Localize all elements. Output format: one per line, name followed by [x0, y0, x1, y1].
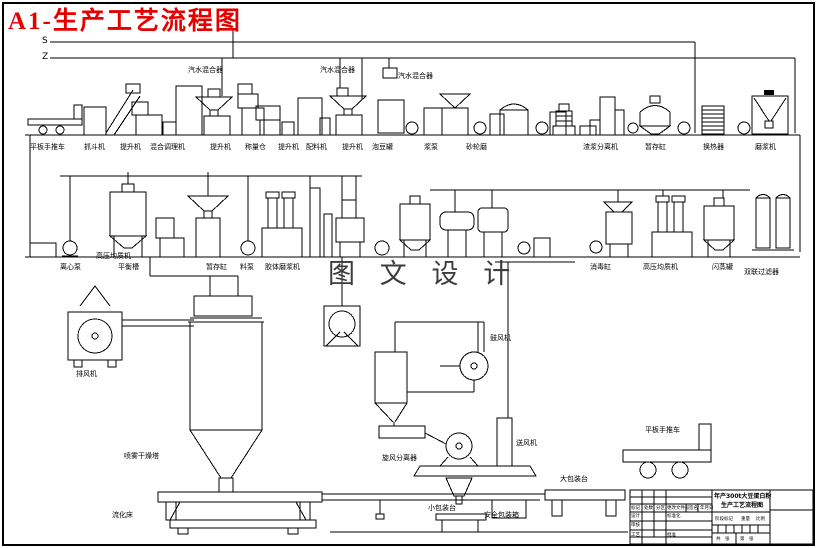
equipment-label: 更改文件号: [667, 506, 690, 511]
equipment-label: 年产300t大豆蛋白粉: [714, 493, 772, 500]
equipment-label: 消毒缸: [590, 263, 611, 271]
equipment-label: 送风机: [516, 439, 537, 447]
equipment-label: 阶段标记: [715, 517, 733, 522]
watermark-text: 图 文 设 计: [328, 259, 520, 289]
equipment-label: 提升机: [210, 143, 231, 151]
equipment-label: 汽水混合器: [398, 72, 433, 80]
equipment-label: 平板手推车: [30, 143, 65, 151]
equipment-label: 流化床: [112, 511, 133, 519]
equipment-label: 闪蒸罐: [712, 263, 733, 271]
equipment-label: 平衡槽: [118, 263, 139, 271]
equipment-label: 抓斗机: [84, 143, 105, 151]
steam-line-s-label: S: [42, 36, 48, 46]
equipment-label: 喷雾干燥塔: [124, 452, 159, 460]
band3-equipment: [67, 257, 712, 535]
title-block: [629, 489, 814, 545]
band2-equipment: [29, 172, 794, 258]
equipment-label: 签名: [689, 506, 698, 511]
equipment-label: 分区: [656, 506, 665, 511]
equipment-label: 双联过滤器: [744, 268, 779, 276]
equipment-label: 高压均质机: [96, 252, 131, 260]
equipment-label: 旋风分离器: [382, 454, 417, 462]
steam-lines: [50, 30, 796, 133]
equipment-label: 胶体磨浆机: [265, 263, 300, 271]
equipment-label: 砂轮磨: [466, 143, 487, 151]
equipment-label: 磨浆机: [755, 143, 776, 151]
equipment-label: 标准化: [667, 514, 681, 519]
equipment-label: 重量: [741, 517, 750, 522]
equipment-label: 标记: [631, 506, 640, 511]
equipment-label: 暂存缸: [206, 263, 227, 271]
equipment-label: 工艺: [631, 533, 640, 538]
equipment-label: 第: [740, 537, 745, 542]
equipment-label: 生产工艺流程图: [721, 502, 764, 509]
equipment-label: 混合调理机: [150, 143, 185, 151]
equipment-label: 比例: [756, 517, 765, 522]
equipment-label: 高压均质机: [643, 263, 678, 271]
equipment-label: 张: [725, 537, 730, 542]
equipment-label: 渣浆分离机: [583, 143, 618, 151]
equipment-label: 处数: [644, 506, 653, 511]
equipment-label: 平板手推车: [645, 426, 680, 434]
band1-equipment: [27, 67, 789, 136]
equipment-label: 小包装台: [428, 504, 456, 512]
equipment-label: 提升机: [278, 143, 299, 151]
equipment-label: 汽水混合器: [188, 66, 223, 74]
equipment-label: 汽水混合器: [320, 66, 355, 74]
steam-line-z-label: Z: [42, 52, 49, 62]
equipment-label: 浆泵: [424, 143, 438, 151]
equipment-label: 审核: [631, 523, 640, 528]
equipment-label: 排风机: [76, 370, 97, 378]
equipment-label: 批准: [667, 533, 676, 538]
drawing-title: A1-生产工艺流程图: [8, 8, 242, 35]
equipment-label: 称量仓: [245, 143, 266, 151]
equipment-label: 年月日: [700, 506, 714, 511]
equipment-label: 暂存缸: [645, 143, 666, 151]
equipment-label: 张: [749, 537, 754, 542]
equipment-label: 提升机: [120, 143, 141, 151]
equipment-label: 安全包装箱: [484, 511, 519, 519]
equipment-label: 设计: [631, 514, 640, 519]
equipment-label: 共: [716, 537, 721, 542]
equipment-label: 配料机: [306, 143, 327, 151]
equipment-label: 鼓风机: [490, 334, 511, 342]
equipment-label: 换热器: [703, 143, 724, 151]
equipment-label: 泡豆罐: [372, 143, 393, 151]
equipment-label: 提升机: [342, 143, 363, 151]
equipment-label: 大包装台: [560, 475, 588, 483]
equipment-label: 离心泵: [60, 263, 81, 271]
equipment-label: 料泵: [240, 263, 254, 271]
